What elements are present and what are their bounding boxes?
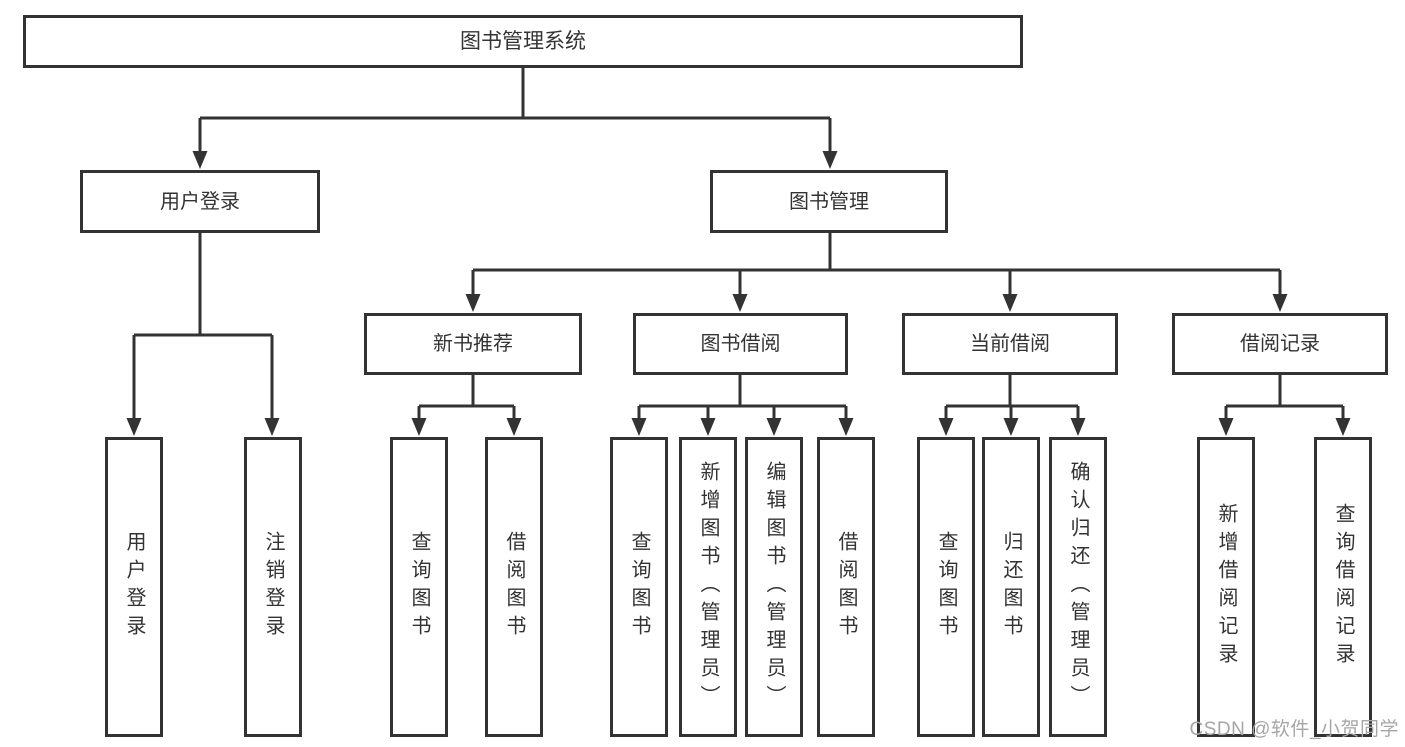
node-book-borrowing: 图书借阅: [633, 313, 848, 375]
arrowheads: [126, 151, 1351, 436]
node-leaf-edit-books-admin: 编辑图书（管理员）: [745, 437, 803, 737]
node-leaf-confirm-return-admin: 确认归还（管理员）: [1049, 437, 1107, 737]
node-library-system: 图书管理系统: [23, 15, 1023, 68]
node-leaf-add-books-admin: 新增图书（管理员）: [679, 437, 737, 737]
node-current-borrowing: 当前借阅: [902, 313, 1118, 375]
node-borrowing-records: 借阅记录: [1172, 313, 1388, 375]
node-leaf-return-books: 归还图书: [982, 437, 1040, 737]
node-leaf-borrow-books-recommend: 借阅图书: [485, 437, 543, 737]
node-leaf-query-books-current: 查询图书: [917, 437, 975, 737]
node-new-book-recommendation: 新书推荐: [364, 313, 582, 375]
csdn-watermark: CSDN @软件_小贺同学: [1189, 719, 1399, 740]
node-leaf-borrow-books: 借阅图书: [817, 437, 875, 737]
node-leaf-add-borrow-record: 新增借阅记录: [1197, 437, 1255, 737]
node-user-login-branch: 用户登录: [80, 170, 320, 233]
node-leaf-logout: 注销登录: [244, 437, 302, 737]
node-leaf-query-books-recommend: 查询图书: [390, 437, 448, 737]
node-leaf-query-borrow-record: 查询借阅记录: [1314, 437, 1372, 737]
node-leaf-user-login: 用户登录: [105, 437, 163, 737]
node-leaf-query-books-borrowing: 查询图书: [610, 437, 668, 737]
node-book-management-branch: 图书管理: [710, 170, 948, 233]
